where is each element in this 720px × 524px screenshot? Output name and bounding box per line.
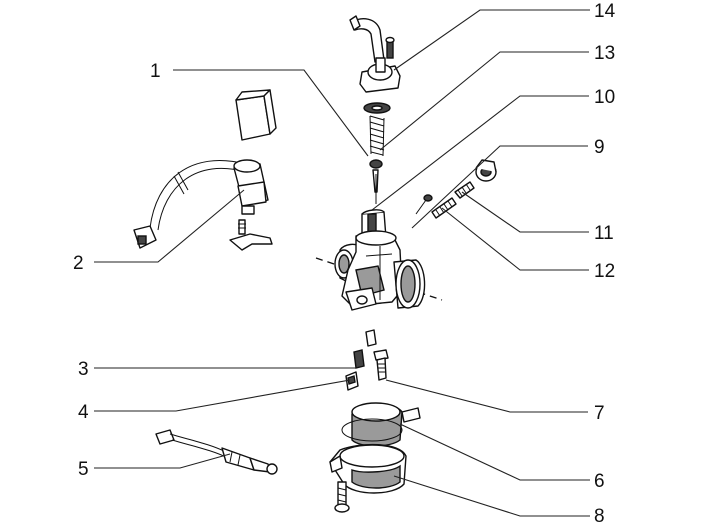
callout-labels: 1 2 3 4 5 6 7 8 9 10 11 12 13 14: [73, 1, 616, 524]
part-13-spring: [363, 102, 391, 157]
part-11-screw: [454, 181, 475, 199]
leader-lines: [94, 9, 590, 517]
callout-10: 10: [594, 87, 615, 108]
carburetor-body: [315, 230, 443, 311]
callout-8: 8: [594, 506, 605, 524]
callout-4: 4: [78, 402, 89, 423]
part-4-jet: [345, 371, 359, 391]
callout-7: 7: [594, 403, 605, 424]
callout-13: 13: [594, 43, 615, 64]
callout-14: 14: [594, 1, 616, 22]
part-5-cable: [155, 429, 278, 475]
part-7-atomizer: [373, 349, 389, 381]
part-2-choke-assembly: [133, 89, 277, 251]
callout-2: 2: [73, 253, 84, 274]
part-9-cap-nut: [475, 159, 497, 182]
part-8-float-bowl: [329, 443, 407, 513]
part-12-spring-screw: [415, 194, 457, 219]
callout-1: 1: [150, 61, 161, 82]
part-6-float: [341, 402, 421, 447]
callout-6: 6: [594, 471, 605, 492]
part-14-fuel-inlet: [349, 15, 401, 93]
callout-5: 5: [78, 459, 89, 480]
callout-12: 12: [594, 261, 615, 282]
callout-11: 11: [594, 223, 614, 244]
part-3-jets: [353, 329, 377, 369]
callout-9: 9: [594, 137, 605, 158]
callout-3: 3: [78, 359, 89, 380]
part-1-needle: [369, 159, 383, 204]
